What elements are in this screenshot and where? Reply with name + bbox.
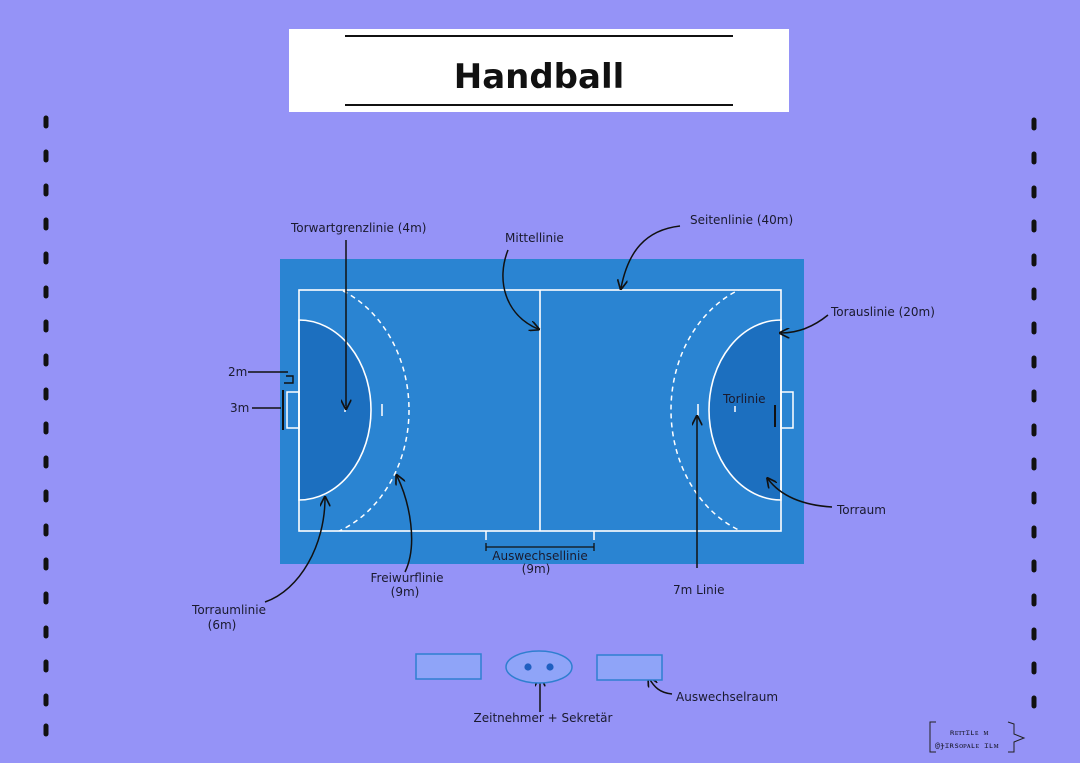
right-goal-area (708, 319, 782, 501)
arrow-mittellinie (502, 249, 538, 329)
secretary-seat (546, 663, 554, 671)
title-bottom-rule (345, 104, 733, 106)
label-freiwurflinie-measure: (9m) (391, 585, 420, 599)
left-goal-area (298, 319, 372, 501)
label-torraumlinie-measure: (6m) (208, 618, 237, 632)
watermark-line2: @ɟɪʀsᴏᴘᴀʟᴇ ɪʟᴍ (935, 741, 999, 750)
arrow-freiwurflinie (397, 476, 413, 573)
left-free-throw-line (337, 290, 410, 531)
label-auswechsellinie-measure: (9m) (522, 562, 551, 576)
label-7m-linie: 7m Linie (673, 583, 724, 597)
right-substitution-bench (596, 654, 663, 681)
timekeeper-seat (524, 663, 532, 671)
right-goal (780, 391, 794, 429)
left-substitution-bench (415, 653, 482, 680)
label-seitenlinie: Seitenlinie (40m) (690, 213, 793, 227)
arrow-torauslinie (781, 314, 829, 333)
watermark-line1: ʀᴇᴛᴛɪʟᴇ ᴍ (950, 728, 988, 737)
label-torraum: Torraum (836, 503, 886, 517)
measure-3m-bracket (252, 390, 284, 430)
arrow-torraum (768, 479, 833, 508)
label-auswechselraum: Auswechselraum (676, 690, 778, 704)
label-2m: 2m (228, 365, 247, 379)
watermark: ʀᴇᴛᴛɪʟᴇ ᴍ @ɟɪʀsᴏᴘᴀʟᴇ ɪʟᴍ (929, 721, 1026, 753)
label-torauslinie: Torauslinie (20m) (830, 305, 935, 319)
page-title: Handball (453, 57, 625, 97)
label-freiwurflinie: Freiwurflinie (371, 571, 444, 585)
label-zeitnehmer: Zeitnehmer + Sekretär (474, 711, 613, 725)
label-torraumlinie: Torraumlinie (191, 603, 266, 617)
auswechsellinie-bracket (485, 543, 595, 551)
left-goal (286, 391, 300, 429)
label-torlinie: Torlinie (722, 392, 766, 406)
title-box: Handball (289, 29, 789, 112)
arrow-torraumlinie (264, 498, 325, 603)
measure-2m-bracket (248, 371, 294, 384)
label-3m: 3m (230, 401, 249, 415)
timekeeper-table (505, 650, 573, 684)
title-top-rule (345, 35, 733, 37)
label-torwartgrenzlinie: Torwartgrenzlinie (4m) (290, 221, 426, 235)
label-auswechsellinie: Auswechsellinie (492, 549, 587, 563)
label-mittellinie: Mittellinie (505, 231, 564, 245)
arrow-seitenlinie (621, 225, 681, 288)
